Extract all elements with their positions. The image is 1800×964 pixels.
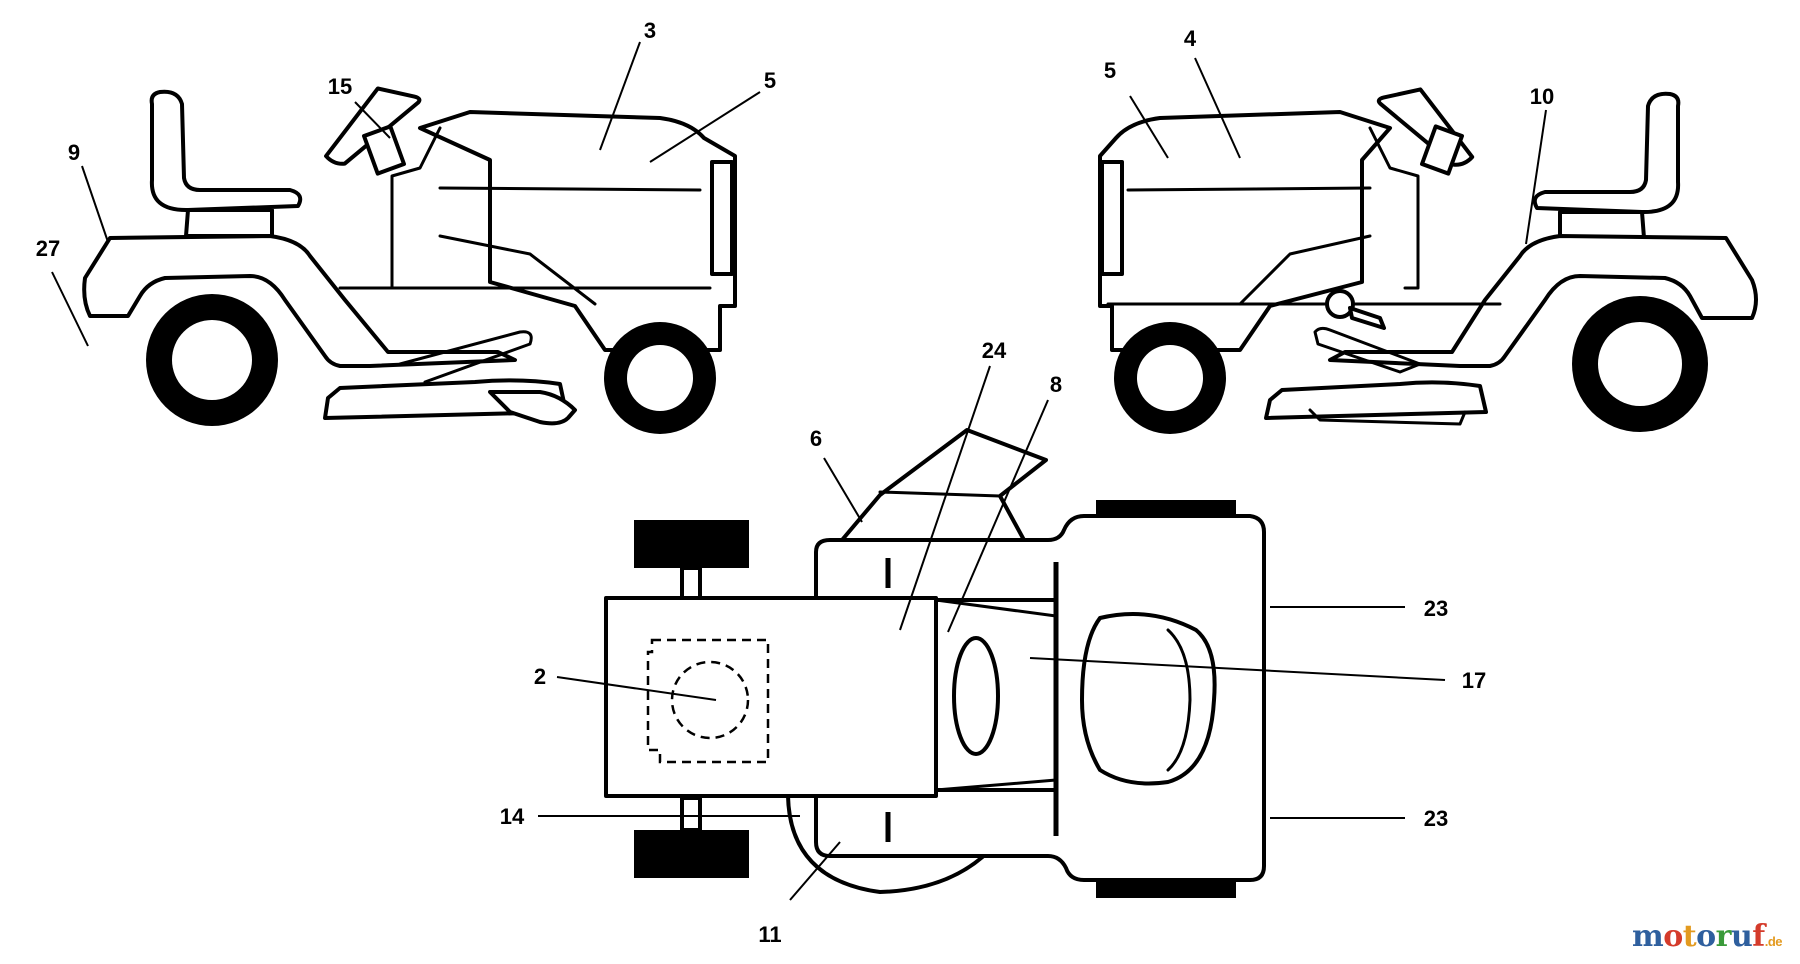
- callout-2: 2: [534, 664, 546, 689]
- callout-8: 8: [1050, 372, 1062, 397]
- right-side-view-tractor: [1098, 87, 1758, 434]
- callout-17: 17: [1462, 668, 1486, 693]
- callout-10: 10: [1530, 84, 1554, 109]
- callout-5: 5: [764, 68, 776, 93]
- callout-6: 6: [810, 426, 822, 451]
- callout-9: 9: [68, 140, 80, 165]
- leader-lines: [51, 41, 1547, 901]
- callout-27: 27: [36, 236, 60, 261]
- callout-23-top: 23: [1424, 596, 1448, 621]
- left-side-view-tractor: [82, 86, 737, 434]
- callout-24: 24: [982, 338, 1007, 363]
- callout-11: 11: [758, 922, 781, 947]
- callout-14: 14: [500, 804, 525, 829]
- callout-4: 4: [1184, 26, 1197, 51]
- callout-5b: 5: [1104, 58, 1116, 83]
- callout-23-bottom: 23: [1424, 806, 1448, 831]
- callouts: 3 5 15 9 27 4 5 10 24 8 6 2 23 17 23 14 …: [36, 18, 1554, 947]
- motoruf-watermark-logo: motoruf.de: [1632, 919, 1782, 954]
- callout-3: 3: [644, 18, 656, 43]
- callout-15: 15: [328, 74, 352, 99]
- top-view-tractor: [604, 428, 1266, 898]
